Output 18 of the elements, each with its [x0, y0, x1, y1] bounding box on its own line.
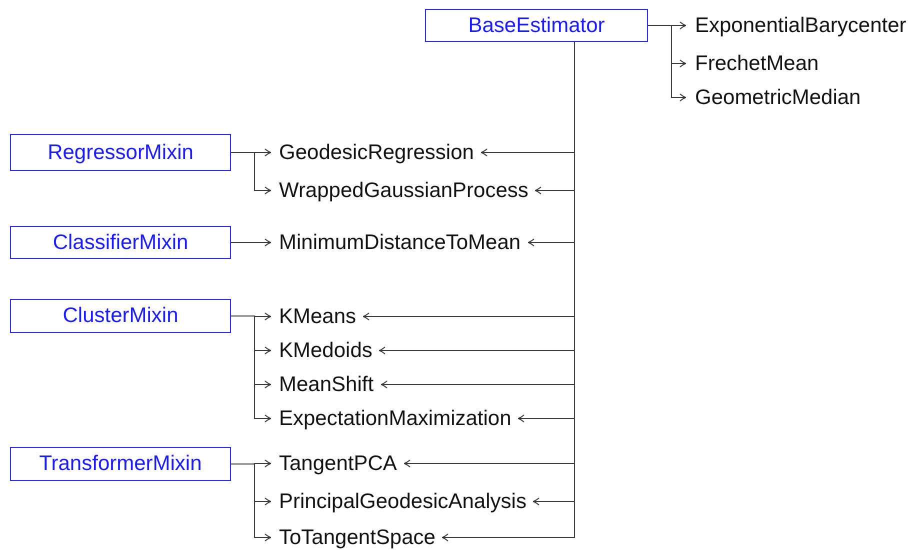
class-box: ClusterMixin [10, 299, 231, 333]
class-box: TransformerMixin [10, 447, 231, 481]
class-name: TangentPCA [271, 452, 404, 476]
class-name: ExponentialBarycenter [686, 14, 913, 38]
class-box: ClassifierMixin [10, 226, 231, 259]
class-name: ExpectationMaximization [271, 406, 518, 430]
class-name: GeodesicRegression [271, 140, 481, 164]
class-name: PrincipalGeodesicAnalysis [271, 490, 534, 514]
class-name: WrappedGaussianProcess [271, 178, 536, 202]
class-box: BaseEstimator [425, 9, 648, 42]
class-name: GeometricMedian [686, 86, 868, 110]
class-box: RegressorMixin [10, 134, 231, 171]
class-name: MeanShift [271, 372, 381, 396]
class-name: ToTangentSpace [271, 526, 442, 550]
class-name: MinimumDistanceToMean [271, 230, 528, 254]
class-name: FrechetMean [686, 52, 826, 76]
class-name: KMeans [271, 304, 364, 328]
class-name: KMedoids [271, 338, 380, 362]
